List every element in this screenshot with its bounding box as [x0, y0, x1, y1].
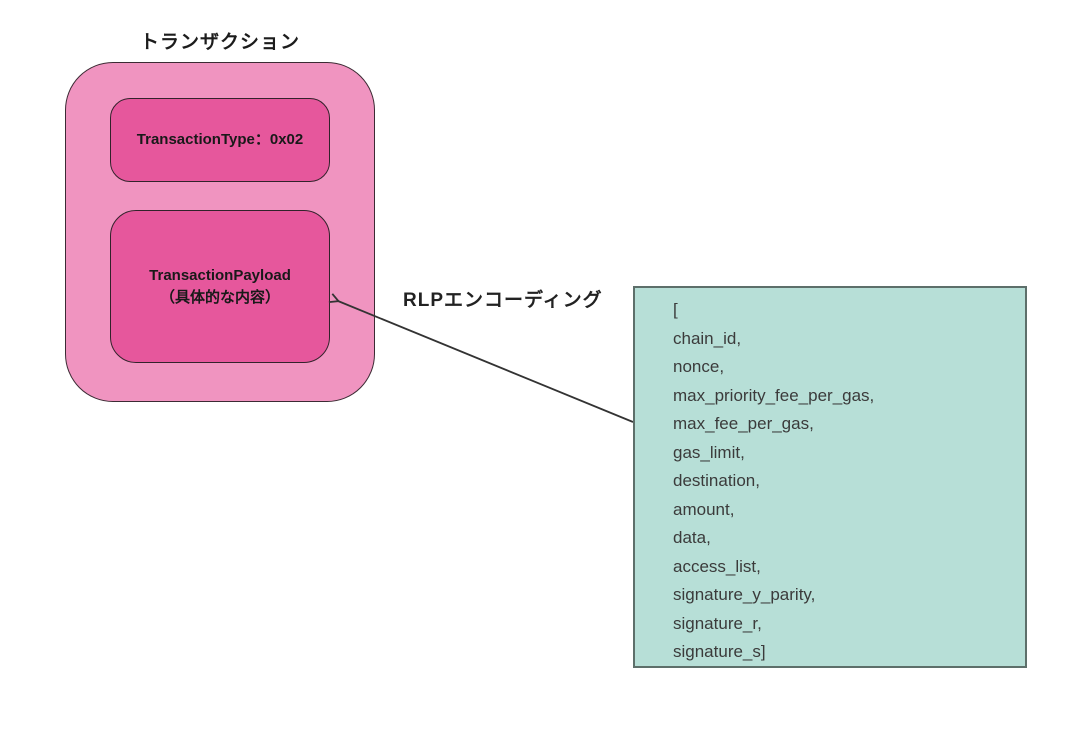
- payload-field-line: chain_id,: [673, 328, 742, 348]
- payload-field-line: nonce,: [673, 357, 725, 376]
- payload-fields-box: [ chain_id, nonce, max_priority_fee_per_gas…: [633, 286, 1027, 668]
- transaction-type-label: TransactionType：0x02: [136, 131, 304, 148]
- payload-field-line: destination,: [673, 471, 760, 490]
- payload-field-line: data,: [673, 528, 711, 547]
- transaction-payload-label: TransactionPayload: [149, 266, 291, 284]
- payload-field-line: amount,: [673, 499, 735, 519]
- transaction-payload-sublabel: （具体的な内容）: [159, 288, 280, 306]
- payload-field-line: [: [673, 300, 678, 319]
- transaction-payload-box: TransactionPayload （具体的な内容）: [110, 210, 330, 363]
- payload-field-line: max_priority_fee_per_gas,: [673, 385, 875, 405]
- payload-field-line: access_list,: [673, 556, 761, 576]
- payload-field-line: signature_y_parity,: [673, 585, 816, 604]
- payload-field-line: max_fee_per_gas,: [673, 414, 814, 433]
- payload-field-line: signature_r,: [673, 613, 762, 633]
- transaction-title: トランザクション: [139, 32, 300, 53]
- payload-field-line: gas_limit,: [673, 442, 745, 462]
- payload-field-line: signature_s]: [673, 642, 766, 661]
- rlp-encoding-label: RLPエンコーディング: [403, 290, 603, 311]
- transaction-type-box: TransactionType：0x02: [110, 98, 330, 182]
